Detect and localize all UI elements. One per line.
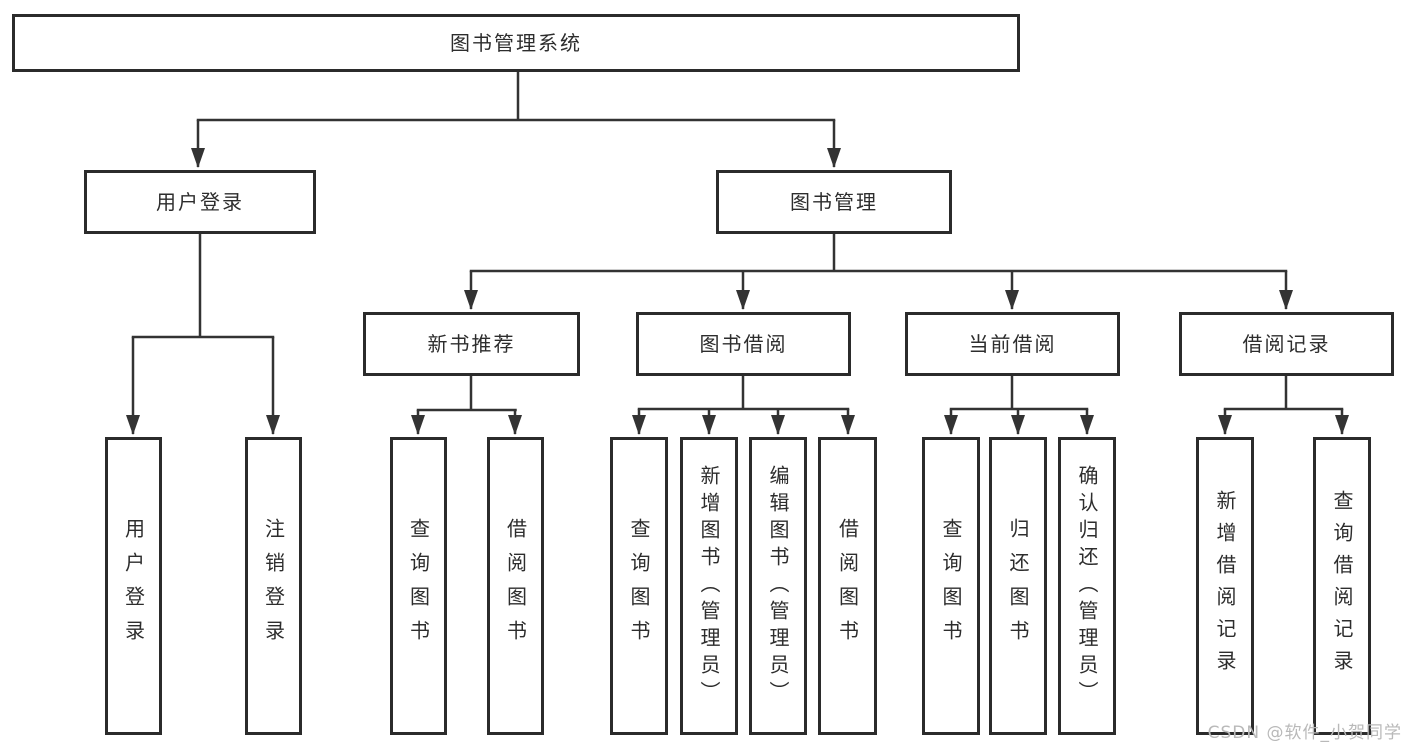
leaf-add-book-admin: 新增图书（管理员） [680,437,738,735]
leaf-query-borrow-record: 查询借阅记录 [1313,437,1371,735]
node-current-borrow: 当前借阅 [905,312,1120,376]
node-borrow-records: 借阅记录 [1179,312,1394,376]
csdn-watermark: CSDN @软件_小贺同学 [1207,723,1402,743]
node-book-borrow: 图书借阅 [636,312,851,376]
node-new-book-recommend: 新书推荐 [363,312,580,376]
leaf-return-book: 归还图书 [989,437,1047,735]
node-book-management: 图书管理 [716,170,952,234]
leaf-confirm-return-admin: 确认归还（管理员） [1058,437,1116,735]
leaf-logout: 注销登录 [245,437,302,735]
leaf-query-book-current: 查询图书 [922,437,980,735]
node-root-library-system: 图书管理系统 [12,14,1020,72]
node-user-login: 用户登录 [84,170,316,234]
leaf-add-borrow-record: 新增借阅记录 [1196,437,1254,735]
leaf-borrow-book: 借阅图书 [818,437,877,735]
leaf-query-book-recommend: 查询图书 [390,437,447,735]
leaf-borrow-book-recommend: 借阅图书 [487,437,544,735]
leaf-edit-book-admin: 编辑图书（管理员） [749,437,807,735]
leaf-query-book-borrow: 查询图书 [610,437,668,735]
leaf-user-login: 用户登录 [105,437,162,735]
